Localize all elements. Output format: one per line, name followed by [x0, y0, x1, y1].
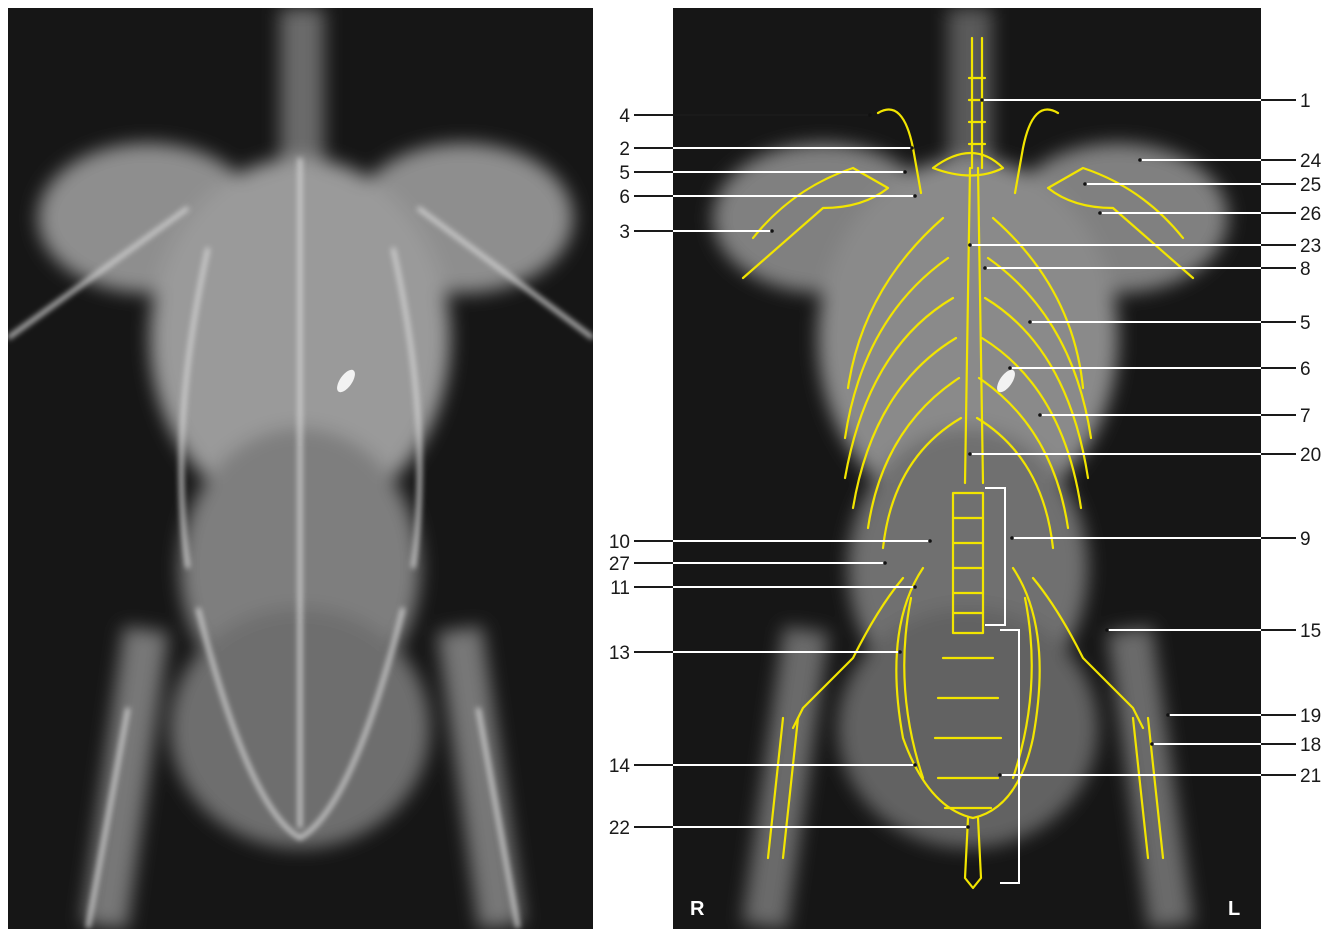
callout-number-right: 9	[1300, 529, 1311, 550]
callout-number-left: 5	[619, 163, 630, 184]
callout-number-right: 8	[1300, 259, 1311, 280]
orientation-label-right: R	[690, 898, 704, 921]
radiograph-labelled: R L	[673, 8, 1261, 929]
callout-number-left: 3	[619, 222, 630, 243]
callout-number-right: 7	[1300, 406, 1311, 427]
callout-number-right: 25	[1300, 175, 1321, 196]
radiograph-plain	[8, 8, 593, 929]
callout-number-right: 5	[1300, 313, 1311, 334]
callout-number-right: 1	[1300, 91, 1311, 112]
callout-number-left: 4	[619, 106, 630, 127]
callout-number-right: 18	[1300, 735, 1321, 756]
orientation-label-left: L	[1228, 898, 1240, 921]
callout-number-right: 21	[1300, 766, 1321, 787]
callout-number-right: 24	[1300, 151, 1322, 172]
callout-number-right: 26	[1300, 204, 1321, 225]
callout-number-left: 2	[619, 139, 630, 160]
callout-number-right: 15	[1300, 621, 1321, 642]
callout-number-left: 10	[609, 532, 630, 553]
callout-number-right: 19	[1300, 706, 1321, 727]
callout-number-left: 27	[609, 554, 630, 575]
callout-number-left: 11	[610, 578, 630, 599]
radiograph-labelled-image	[673, 8, 1261, 929]
callout-number-left: 6	[619, 187, 630, 208]
callout-number-left: 14	[609, 756, 631, 777]
callout-number-right: 23	[1300, 236, 1321, 257]
callout-number-left: 13	[609, 643, 630, 664]
callout-number-right: 6	[1300, 359, 1311, 380]
radiograph-plain-image	[8, 8, 593, 929]
callout-number-right: 20	[1300, 445, 1321, 466]
callout-number-left: 22	[609, 818, 630, 839]
